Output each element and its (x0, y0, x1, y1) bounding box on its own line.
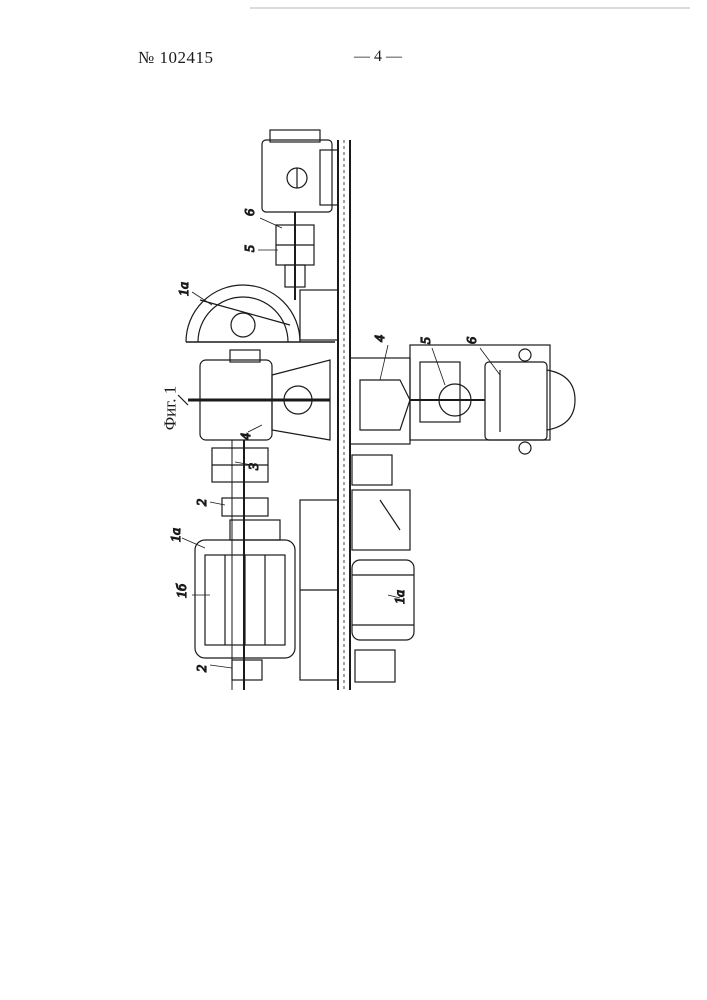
callout-left-2-lower: 2 (195, 665, 210, 672)
callout-top-6: 6 (243, 209, 258, 216)
callout-left-3: 3 (247, 463, 262, 471)
callout-left-4: 4 (239, 433, 254, 440)
gear-housing (178, 350, 330, 440)
callout-right-6: 6 (465, 337, 480, 344)
callout-lower-1a: 1а (393, 590, 408, 604)
callout-left-2-upper: 2 (195, 499, 210, 506)
leader-lines (182, 218, 500, 668)
main-rail (338, 140, 350, 690)
frame (300, 500, 338, 680)
callout-top-1a: 1а (177, 282, 192, 296)
right-bracket (350, 358, 410, 444)
lower-magnet (352, 455, 414, 682)
top-reducer (186, 285, 338, 342)
top-coupling (276, 212, 314, 300)
callout-right-5: 5 (419, 337, 434, 344)
callout-top-5: 5 (243, 245, 258, 252)
top-motor (262, 130, 338, 212)
callout-left-1a: 1а (169, 528, 184, 542)
callout-left-1b: 1б (175, 583, 190, 598)
callout-right-4: 4 (373, 335, 388, 342)
right-motor (485, 349, 575, 454)
main-shaft (232, 440, 244, 690)
